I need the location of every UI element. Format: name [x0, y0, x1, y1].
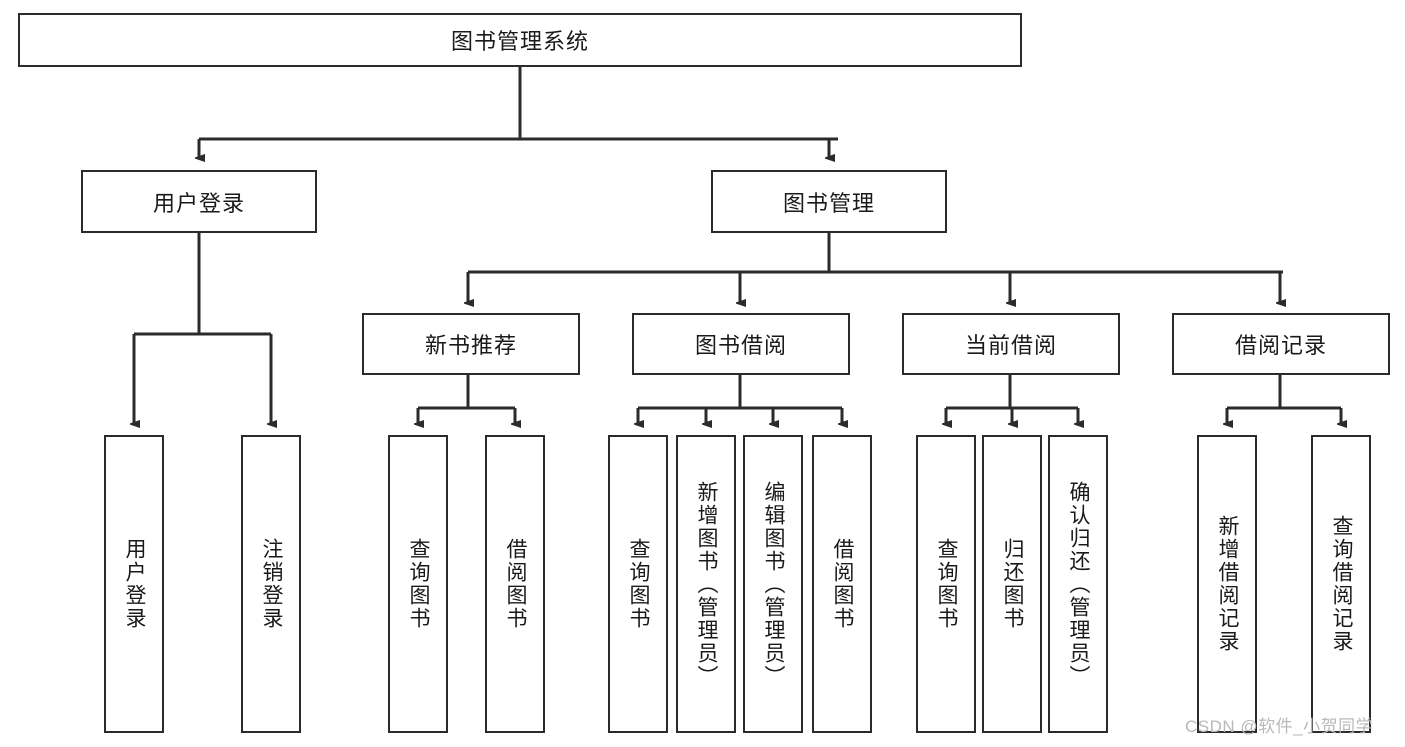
node-label: 新增借阅记录 — [1216, 515, 1240, 653]
node-leaf-confirm-return-admin[interactable]: 确认归还（管理员） — [1048, 435, 1108, 733]
node-leaf-borrow-book-recommend[interactable]: 借阅图书 — [485, 435, 545, 733]
node-leaf-query-book-borrow[interactable]: 查询图书 — [608, 435, 668, 733]
node-book-manage[interactable]: 图书管理 — [711, 170, 947, 233]
node-leaf-query-borrow-record[interactable]: 查询借阅记录 — [1311, 435, 1371, 733]
node-current-borrow[interactable]: 当前借阅 — [902, 313, 1120, 375]
node-borrow-record[interactable]: 借阅记录 — [1172, 313, 1390, 375]
node-label: 查询图书 — [627, 538, 651, 630]
node-user-login[interactable]: 用户登录 — [81, 170, 317, 233]
node-leaf-add-borrow-record[interactable]: 新增借阅记录 — [1197, 435, 1257, 733]
node-label: 归还图书 — [1001, 538, 1025, 630]
node-root-system[interactable]: 图书管理系统 — [18, 13, 1022, 67]
edge-currentborrow-to-leaves — [946, 375, 1078, 424]
node-label: 借阅图书 — [504, 538, 528, 630]
node-label: 用户登录 — [152, 190, 245, 216]
node-label: 借阅记录 — [1234, 333, 1327, 358]
node-book-borrow[interactable]: 图书借阅 — [632, 313, 850, 375]
node-label: 图书管理系统 — [450, 29, 589, 54]
node-leaf-edit-book-admin[interactable]: 编辑图书（管理员） — [743, 435, 803, 733]
node-label: 借阅图书 — [831, 538, 855, 630]
node-leaf-add-book-admin[interactable]: 新增图书（管理员） — [676, 435, 736, 733]
edge-bookmanage-to-level2 — [468, 233, 1283, 303]
edge-root-to-level1 — [199, 67, 838, 158]
node-leaf-query-book-recommend[interactable]: 查询图书 — [388, 435, 448, 733]
node-label: 用户登录 — [123, 538, 147, 630]
node-label: 确认归还（管理员） — [1067, 480, 1091, 688]
node-label: 新增图书（管理员） — [695, 480, 719, 688]
node-new-book-recommend[interactable]: 新书推荐 — [362, 313, 580, 375]
node-leaf-borrow-book[interactable]: 借阅图书 — [812, 435, 872, 733]
node-label: 查询图书 — [935, 538, 959, 630]
edge-borrowrecord-to-leaves — [1227, 375, 1341, 424]
node-leaf-query-book-current[interactable]: 查询图书 — [916, 435, 976, 733]
csdn-watermark: CSDN @软件_小贺同学 — [1185, 717, 1374, 736]
node-label: 图书管理 — [782, 190, 875, 216]
edge-bookborrow-to-leaves — [638, 375, 842, 424]
node-label: 图书借阅 — [694, 333, 787, 358]
node-leaf-return-book[interactable]: 归还图书 — [982, 435, 1042, 733]
node-label: 当前借阅 — [964, 333, 1057, 358]
node-label: 新书推荐 — [424, 333, 517, 358]
node-label: 查询图书 — [407, 538, 431, 630]
node-leaf-logout[interactable]: 注销登录 — [241, 435, 301, 733]
edge-newbookrec-to-leaves — [418, 375, 515, 424]
node-label: 注销登录 — [260, 538, 284, 630]
node-label: 查询借阅记录 — [1330, 515, 1354, 653]
edge-userlogin-to-leaves — [134, 233, 271, 424]
node-leaf-user-login[interactable]: 用户登录 — [104, 435, 164, 733]
node-label: 编辑图书（管理员） — [762, 480, 786, 688]
